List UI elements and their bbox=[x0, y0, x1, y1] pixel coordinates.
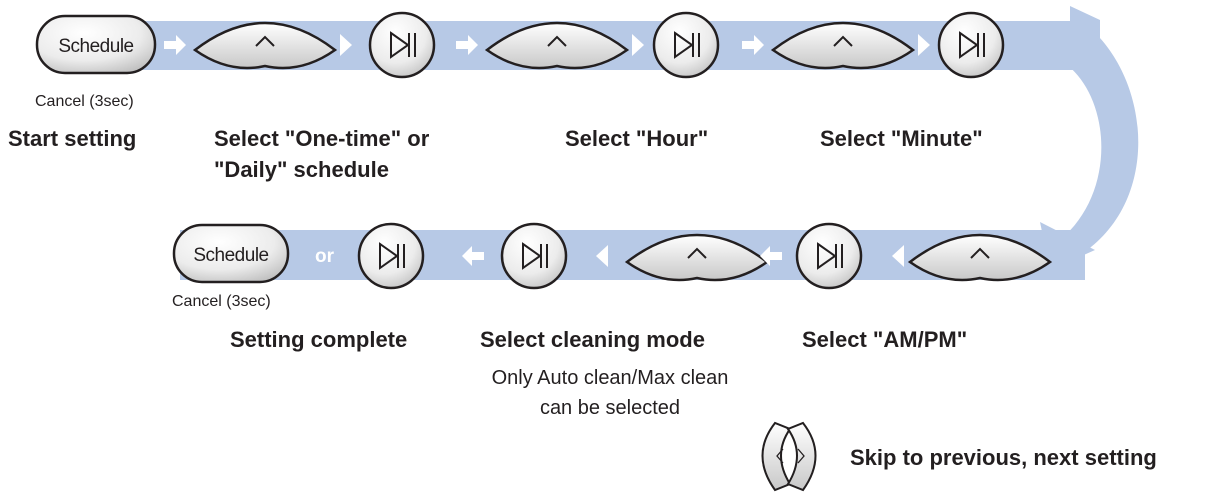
play-pause-icon[interactable] bbox=[368, 11, 436, 79]
cancel-hint-bottom: Cancel (3sec) bbox=[172, 293, 271, 310]
label-select-schedule-2: "Daily" schedule bbox=[214, 157, 389, 182]
flow-band-curve bbox=[1060, 20, 1139, 255]
schedule-button-label: Schedule bbox=[193, 245, 268, 266]
label-setting-complete: Setting complete bbox=[230, 327, 407, 352]
or-label: or bbox=[315, 246, 335, 267]
label-select-minute: Select "Minute" bbox=[820, 126, 983, 151]
label-select-schedule-1: Select "One-time" or bbox=[214, 126, 430, 151]
label-start-setting: Start setting bbox=[8, 126, 136, 151]
cancel-hint-top: Cancel (3sec) bbox=[35, 93, 134, 110]
play-pause-icon[interactable] bbox=[357, 222, 425, 290]
schedule-button-label: Schedule bbox=[58, 36, 133, 57]
cleaning-note-1: Only Auto clean/Max clean bbox=[492, 367, 729, 389]
play-pause-icon[interactable] bbox=[500, 222, 568, 290]
label-select-hour: Select "Hour" bbox=[565, 126, 708, 151]
label-select-cleaning-mode: Select cleaning mode bbox=[480, 327, 705, 352]
label-select-ampm: Select "AM/PM" bbox=[802, 327, 967, 352]
schedule-button-start[interactable]: Schedule bbox=[35, 14, 157, 75]
play-pause-icon[interactable] bbox=[795, 222, 863, 290]
right-arrow-key-icon[interactable] bbox=[786, 421, 817, 492]
schedule-button-end[interactable]: Schedule bbox=[172, 223, 290, 284]
left-arrow-key-icon[interactable] bbox=[761, 421, 792, 492]
cleaning-note-2: can be selected bbox=[540, 397, 680, 419]
play-pause-icon[interactable] bbox=[652, 11, 720, 79]
play-pause-icon[interactable] bbox=[937, 11, 1005, 79]
legend-skip-label: Skip to previous, next setting bbox=[850, 445, 1157, 470]
